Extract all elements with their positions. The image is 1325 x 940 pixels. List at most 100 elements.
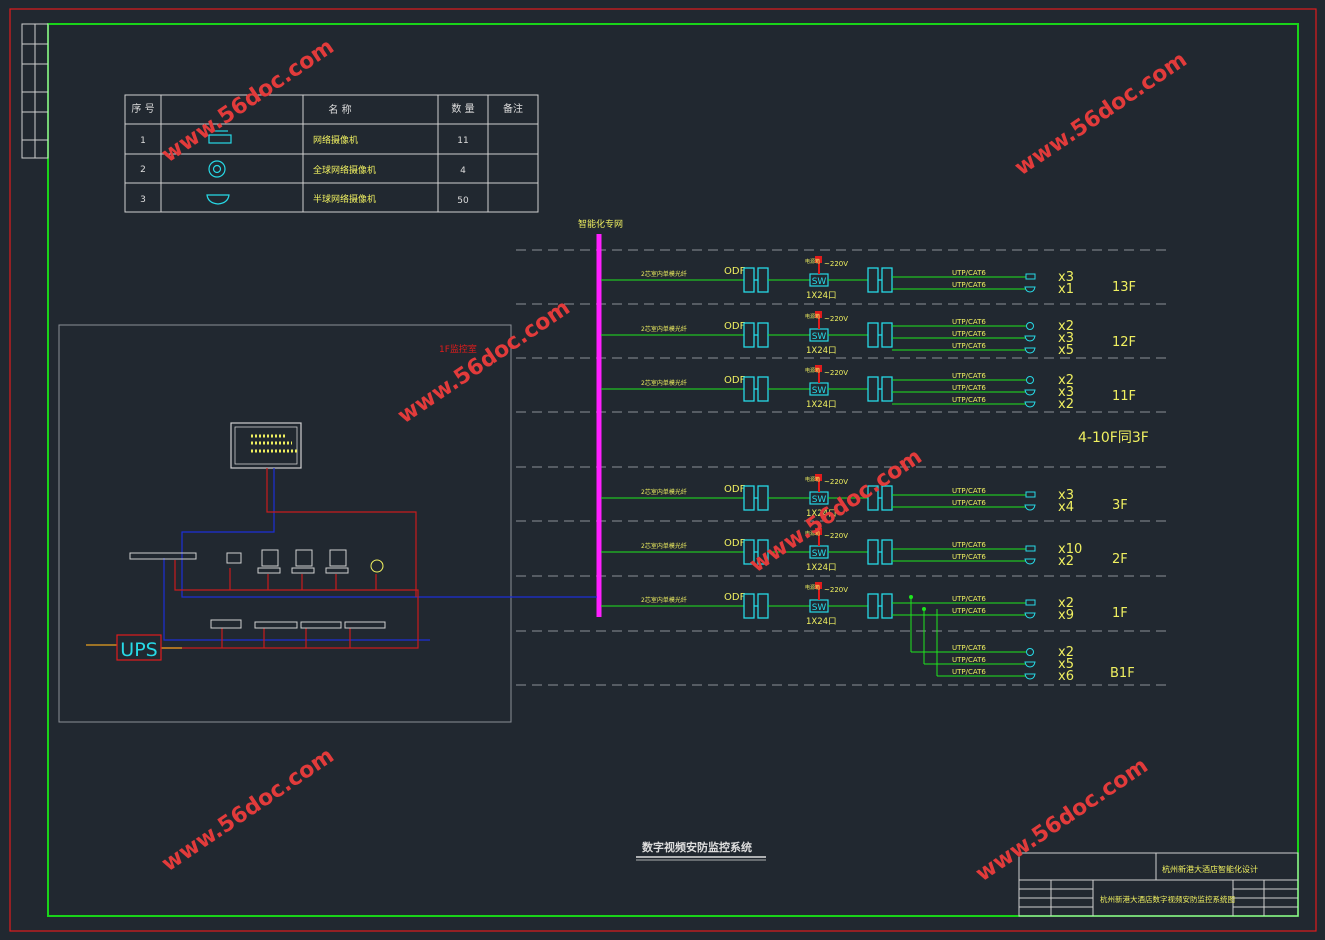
ups-unit: UPS — [116, 634, 162, 661]
floor-label: 12F — [1112, 335, 1136, 350]
cable-label: UTP/CAT6 — [952, 487, 986, 495]
drawing-title-text: 数字视频安防监控系统 — [642, 840, 752, 854]
dome-camera-icon — [208, 160, 226, 178]
odf-connector — [743, 593, 769, 619]
dome-camera-icon — [1026, 648, 1034, 656]
camera-count: x5 — [1058, 343, 1074, 358]
floor-label: 1F — [1112, 606, 1128, 621]
cable-label: UTP/CAT6 — [952, 342, 986, 350]
camera-count: x2 — [1058, 554, 1074, 569]
inner-frame — [47, 23, 1299, 917]
cable-label: UTP/CAT6 — [952, 396, 986, 404]
cable-label: UTP/CAT6 — [952, 372, 986, 380]
watermark-1: www.56doc.com — [157, 34, 338, 168]
watermark-2: www.56doc.com — [1010, 47, 1191, 181]
switch-label: SW — [812, 386, 827, 396]
power-box-label: 电源箱 — [805, 584, 820, 591]
floor-separators — [516, 249, 1166, 686]
half-dome-camera-icon — [1024, 661, 1036, 668]
room-wiring — [86, 468, 597, 649]
legend-row-2-qty: 4 — [460, 166, 466, 176]
camera-count: x4 — [1058, 500, 1074, 515]
workstation-icons — [210, 549, 386, 629]
odf-label: ODF — [724, 321, 746, 332]
legend-header-qty: 数 量 — [451, 102, 474, 115]
monitor-room: 1F监控室 — [58, 324, 597, 723]
power-label: ~220V — [824, 478, 848, 486]
watermark-5: www.56doc.com — [157, 743, 338, 877]
backbone-label: 智能化专网 — [578, 218, 623, 230]
patch-connector — [867, 485, 893, 511]
half-dome-camera-icon — [1024, 612, 1036, 619]
power-box-label: 电源箱 — [805, 258, 820, 265]
port-count-label: 1X24口 — [806, 346, 837, 356]
power-box-label: 电源箱 — [805, 530, 820, 537]
camera-count: x3 — [1058, 488, 1074, 503]
core-switch — [129, 552, 197, 560]
legend-row-3-qty: 50 — [457, 196, 469, 206]
legend-table: 序 号 名 称 数 量 备注 1 网络摄像机 11 2 全球网络摄像机 4 3 … — [124, 94, 539, 213]
fiber-label: 2芯室内单模光纤 — [641, 488, 687, 496]
cable-label: UTP/CAT6 — [952, 541, 986, 549]
camera-count: x9 — [1058, 608, 1074, 623]
half-dome-camera-icon — [1024, 504, 1036, 511]
power-box-icon — [815, 474, 822, 481]
legend-row-1-name: 网络摄像机 — [313, 134, 358, 146]
camera-count: x3 — [1058, 270, 1074, 285]
watermark-6: www.56doc.com — [971, 753, 1152, 887]
switch-label: SW — [812, 495, 827, 505]
floor-note: 4-10F同3F — [1078, 430, 1149, 446]
half-dome-camera-icon — [1024, 558, 1036, 565]
power-box-icon — [815, 582, 822, 589]
port-count-label: 1X24口 — [806, 617, 837, 627]
cable-label: UTP/CAT6 — [952, 499, 986, 507]
title-block: 杭州新港大酒店智能化设计 杭州新港大酒店数字视频安防监控系统图 — [1018, 852, 1299, 917]
watermark-4: www.56doc.com — [745, 444, 926, 578]
fiber-label: 2芯室内单模光纤 — [641, 542, 687, 550]
port-count-label: 1X24口 — [806, 291, 837, 301]
camera-icon — [1025, 273, 1036, 280]
legend-row-1-qty: 11 — [457, 136, 468, 146]
drawing-title: 数字视频安防监控系统 — [636, 840, 766, 861]
cable-label: UTP/CAT6 — [952, 553, 986, 561]
camera-count: x2 — [1058, 397, 1074, 412]
camera-count: x2 — [1058, 645, 1074, 660]
legend-row-3-name: 半球网络摄像机 — [313, 193, 376, 205]
odf-connector — [743, 267, 769, 293]
power-box-icon — [815, 256, 822, 263]
project-name: 杭州新港大酒店智能化设计 — [1162, 864, 1258, 874]
patch-connector — [867, 593, 893, 619]
legend-header-no: 序 号 — [131, 102, 154, 115]
camera-count: x5 — [1058, 657, 1074, 672]
power-box-icon — [815, 311, 822, 318]
power-label: ~220V — [824, 260, 848, 268]
half-dome-camera-icon — [1024, 389, 1036, 396]
odf-connector — [743, 322, 769, 348]
floor-label: B1F — [1110, 666, 1135, 681]
video-wall — [230, 422, 302, 469]
half-dome-camera-icon — [1024, 673, 1036, 680]
port-count-label: 1X24口 — [806, 400, 837, 410]
cable-label: UTP/CAT6 — [952, 595, 986, 603]
port-count-label: 1X24口 — [806, 509, 837, 519]
power-box-label: 电源箱 — [805, 367, 820, 374]
camera-count: x6 — [1058, 669, 1074, 684]
camera-icon — [1025, 599, 1036, 606]
camera-count: x10 — [1058, 542, 1082, 557]
odf-label: ODF — [724, 538, 746, 549]
cable-label: UTP/CAT6 — [952, 318, 986, 326]
legend-row-3-no: 3 — [140, 195, 146, 205]
legend-row-2-no: 2 — [140, 165, 146, 175]
patch-connector — [867, 539, 893, 565]
switch-label: SW — [812, 603, 827, 613]
power-box-icon — [815, 365, 822, 372]
camera-count: x3 — [1058, 331, 1074, 346]
odf-label: ODF — [724, 592, 746, 603]
camera-icon — [1025, 545, 1036, 552]
legend-row-2-name: 全球网络摄像机 — [313, 164, 376, 176]
power-box-icon — [815, 528, 822, 535]
